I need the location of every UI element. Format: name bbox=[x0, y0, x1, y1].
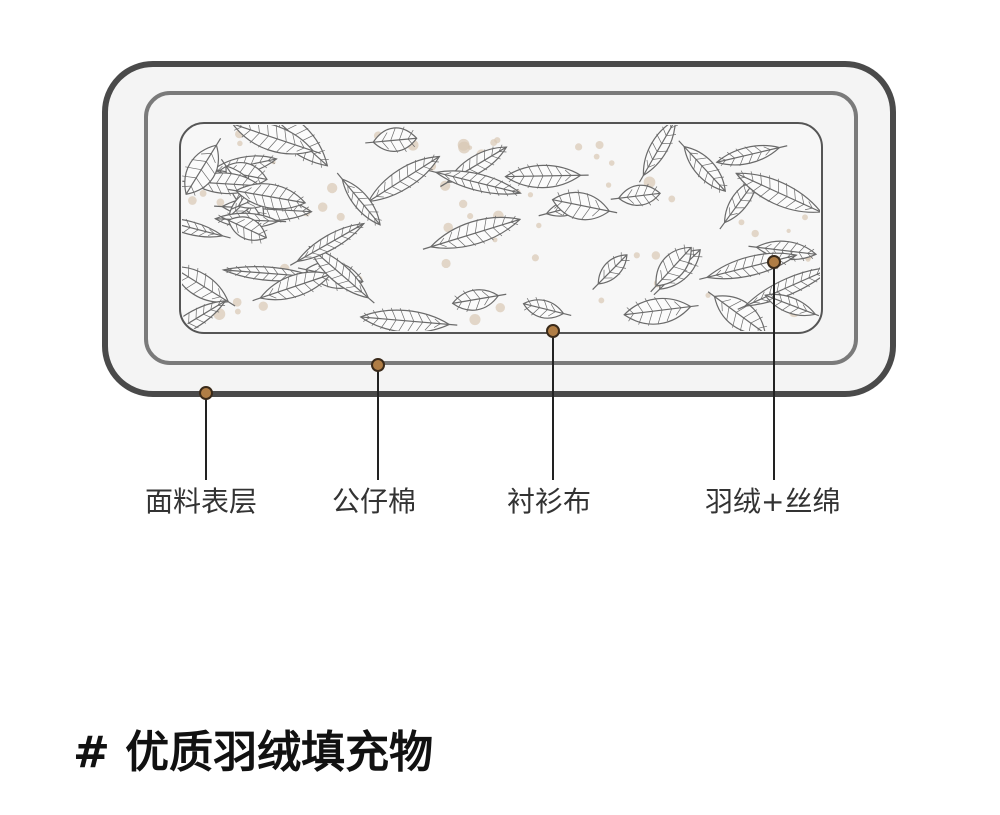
speck bbox=[536, 222, 542, 229]
speck bbox=[188, 196, 197, 205]
label-cotton-padding: 公仔棉 bbox=[332, 485, 417, 518]
speck bbox=[467, 213, 474, 220]
speck bbox=[608, 160, 615, 166]
feather-icon bbox=[289, 221, 366, 266]
speck bbox=[443, 222, 454, 233]
feather-icon bbox=[678, 140, 728, 193]
feather-icon bbox=[707, 291, 768, 331]
feather-icon bbox=[735, 170, 820, 216]
feather-icon bbox=[422, 215, 522, 250]
speck bbox=[336, 212, 345, 221]
feather-icon bbox=[365, 126, 418, 153]
speck bbox=[738, 219, 745, 226]
feather-icon bbox=[359, 307, 458, 331]
speck bbox=[327, 182, 338, 194]
speck bbox=[668, 195, 676, 203]
feather-fill-pattern bbox=[182, 125, 820, 331]
speck bbox=[643, 176, 656, 189]
speck bbox=[751, 229, 759, 238]
feather-icon bbox=[428, 169, 522, 197]
feather-icon bbox=[592, 252, 630, 291]
leader-lines bbox=[199, 255, 781, 480]
feather-icon bbox=[182, 217, 231, 239]
speck bbox=[440, 180, 451, 191]
feather-icon bbox=[361, 154, 441, 207]
speck bbox=[531, 254, 539, 262]
speck bbox=[575, 143, 583, 151]
feather-icon bbox=[231, 125, 321, 155]
speck bbox=[495, 302, 505, 313]
speck bbox=[802, 214, 808, 221]
speck bbox=[633, 252, 640, 259]
speck bbox=[595, 141, 604, 150]
speck bbox=[490, 139, 498, 146]
marker-dot-cotton-padding bbox=[371, 358, 385, 372]
speck bbox=[317, 202, 328, 212]
marker-dot-lining-fabric bbox=[546, 324, 560, 338]
speck bbox=[232, 297, 242, 307]
feather-icon bbox=[610, 183, 661, 207]
feather-icon bbox=[227, 183, 307, 212]
feather-icon bbox=[638, 125, 678, 183]
feather-icon bbox=[551, 189, 618, 221]
feather-icon bbox=[451, 288, 507, 312]
speck bbox=[527, 192, 534, 198]
speck bbox=[457, 138, 470, 151]
speck bbox=[237, 140, 243, 147]
feather-icon bbox=[522, 297, 572, 319]
feather-icon bbox=[650, 244, 695, 293]
feather-icon bbox=[182, 264, 236, 307]
feather-icon bbox=[715, 145, 788, 167]
feather-icon bbox=[220, 216, 268, 244]
speck bbox=[216, 198, 225, 207]
speck bbox=[258, 301, 268, 311]
feather-icon bbox=[182, 138, 222, 196]
feather-icon bbox=[764, 291, 820, 318]
speck bbox=[469, 314, 481, 326]
section-title: # 优质羽绒填充物 bbox=[73, 727, 434, 778]
feather-icon bbox=[336, 172, 382, 226]
speck bbox=[199, 190, 207, 197]
speck bbox=[786, 228, 791, 233]
feather-icon bbox=[623, 296, 699, 326]
feather-icon bbox=[308, 245, 375, 304]
feather-icon bbox=[504, 163, 589, 189]
speck bbox=[593, 153, 600, 160]
speck bbox=[605, 182, 612, 188]
marker-dot-outer-fabric bbox=[199, 386, 213, 400]
speck bbox=[492, 237, 498, 243]
speck bbox=[458, 199, 468, 209]
label-lining-fabric: 衬衫布 bbox=[507, 485, 592, 518]
speck bbox=[705, 292, 711, 298]
label-down-fill: 羽绒+丝绵 bbox=[705, 485, 841, 518]
speck bbox=[651, 251, 661, 260]
marker-dot-down-fill bbox=[767, 255, 781, 269]
label-outer-fabric: 面料表层 bbox=[145, 485, 258, 518]
speck bbox=[441, 258, 451, 269]
speck bbox=[234, 308, 241, 315]
speck bbox=[598, 297, 605, 304]
